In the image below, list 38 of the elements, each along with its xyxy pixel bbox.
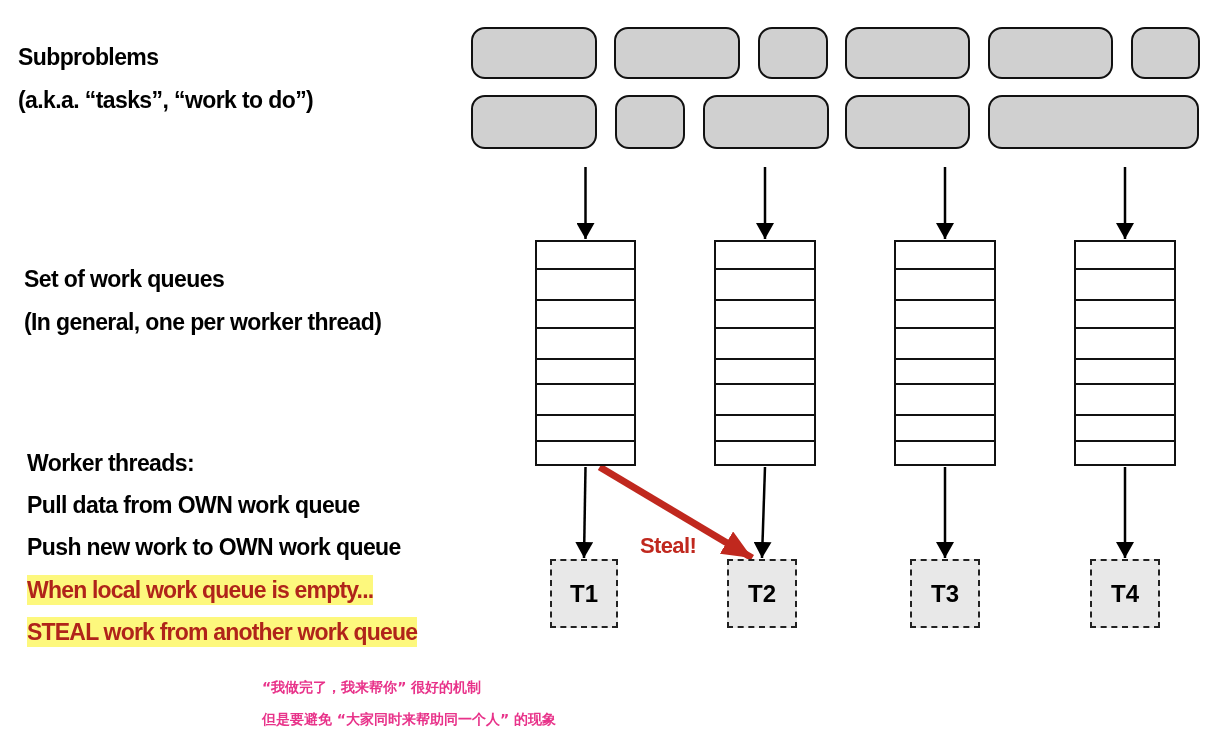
arrow (936, 467, 954, 558)
arrow (575, 466, 594, 559)
task-box (703, 95, 829, 149)
work-queue (894, 240, 996, 466)
thread-box: T4 (1090, 559, 1160, 628)
task-box (988, 27, 1113, 79)
arrow (756, 167, 774, 239)
heading-text: Push new work to OWN work queue (27, 533, 401, 562)
task-box (1131, 27, 1200, 79)
task-box (615, 95, 685, 149)
arrow (597, 464, 754, 561)
task-box (988, 95, 1199, 149)
heading-text: Subproblems (18, 43, 159, 72)
work-queue (535, 240, 636, 466)
task-box (758, 27, 828, 79)
task-box (845, 95, 970, 149)
work-queue (1074, 240, 1176, 466)
note-text: “我做完了，我来帮你” 很好的机制 (262, 678, 482, 697)
thread-box: T3 (910, 559, 980, 628)
note-text: 但是要避免 “大家同时来帮助同一个人” 的现象 (262, 710, 557, 729)
arrow (1116, 167, 1134, 239)
task-box (471, 27, 597, 79)
thread-box: T2 (727, 559, 797, 628)
heading-text: Pull data from OWN work queue (27, 491, 360, 520)
heading-text: Set of work queues (24, 265, 225, 294)
heading-text: (In general, one per worker thread) (24, 308, 382, 337)
arrow (753, 466, 772, 559)
task-box (471, 95, 597, 149)
heading-text: (a.k.a. “tasks”, “work to do”) (18, 86, 314, 115)
warning-text: When local work queue is empty... (27, 575, 374, 605)
heading-text: Worker threads: (27, 449, 194, 478)
task-box (845, 27, 970, 79)
work-queue (714, 240, 816, 466)
arrow (1116, 467, 1134, 558)
arrow (936, 167, 954, 239)
thread-box: T1 (550, 559, 618, 628)
arrow (576, 167, 595, 239)
task-box (614, 27, 740, 79)
